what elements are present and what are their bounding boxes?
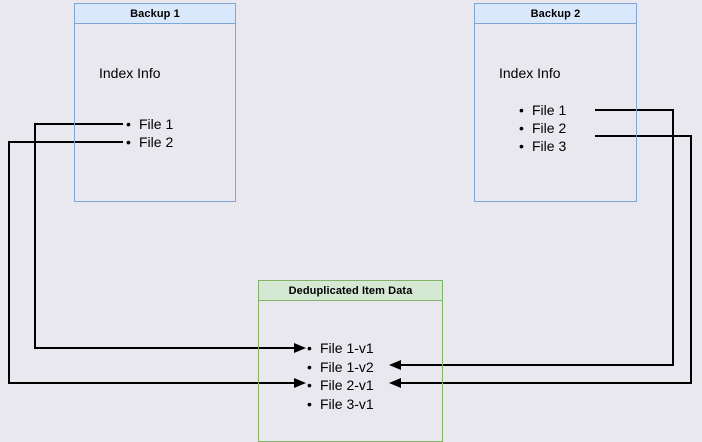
backup1-file-item-2[interactable]: File 2: [124, 133, 173, 151]
backup1-title-bar: Backup 1: [74, 3, 236, 24]
dedup-title-bar: Deduplicated Item Data: [258, 280, 443, 301]
dedup-file-item-1[interactable]: File 1-v1: [305, 339, 374, 358]
backup2-file-item-3[interactable]: File 3: [517, 137, 566, 155]
backup2-body: Index Info File 1 File 2 File 3: [474, 23, 637, 202]
dedup-file-item-4[interactable]: File 3-v1: [305, 395, 374, 414]
dedup-title: Deduplicated Item Data: [288, 284, 413, 297]
backup1-body: Index Info File 1 File 2: [74, 23, 236, 202]
backup2-file-item-2[interactable]: File 2: [517, 119, 566, 137]
backup2-file-list: File 1 File 2 File 3: [517, 101, 566, 155]
backup2-title: Backup 2: [530, 7, 581, 20]
deduplicated-item-data-box[interactable]: Deduplicated Item Data File 1-v1 File 1-…: [258, 280, 443, 442]
backup1-title: Backup 1: [130, 7, 180, 20]
backup2-file-item-1[interactable]: File 1: [517, 101, 566, 119]
backup1-box[interactable]: Backup 1 Index Info File 1 File 2: [74, 3, 236, 202]
backup2-title-bar: Backup 2: [474, 3, 637, 24]
dedup-file-list: File 1-v1 File 1-v2 File 2-v1 File 3-v1: [305, 339, 374, 413]
backup2-index-info-label: Index Info: [499, 65, 561, 81]
backup1-file-item-1[interactable]: File 1: [124, 115, 173, 133]
dedup-file-item-2[interactable]: File 1-v2: [305, 358, 374, 377]
backup1-file-list: File 1 File 2: [124, 115, 173, 151]
dedup-body: File 1-v1 File 1-v2 File 2-v1 File 3-v1: [258, 300, 443, 442]
backup2-box[interactable]: Backup 2 Index Info File 1 File 2 File 3: [474, 3, 637, 202]
backup1-index-info-label: Index Info: [99, 65, 161, 81]
dedup-file-item-3[interactable]: File 2-v1: [305, 376, 374, 395]
